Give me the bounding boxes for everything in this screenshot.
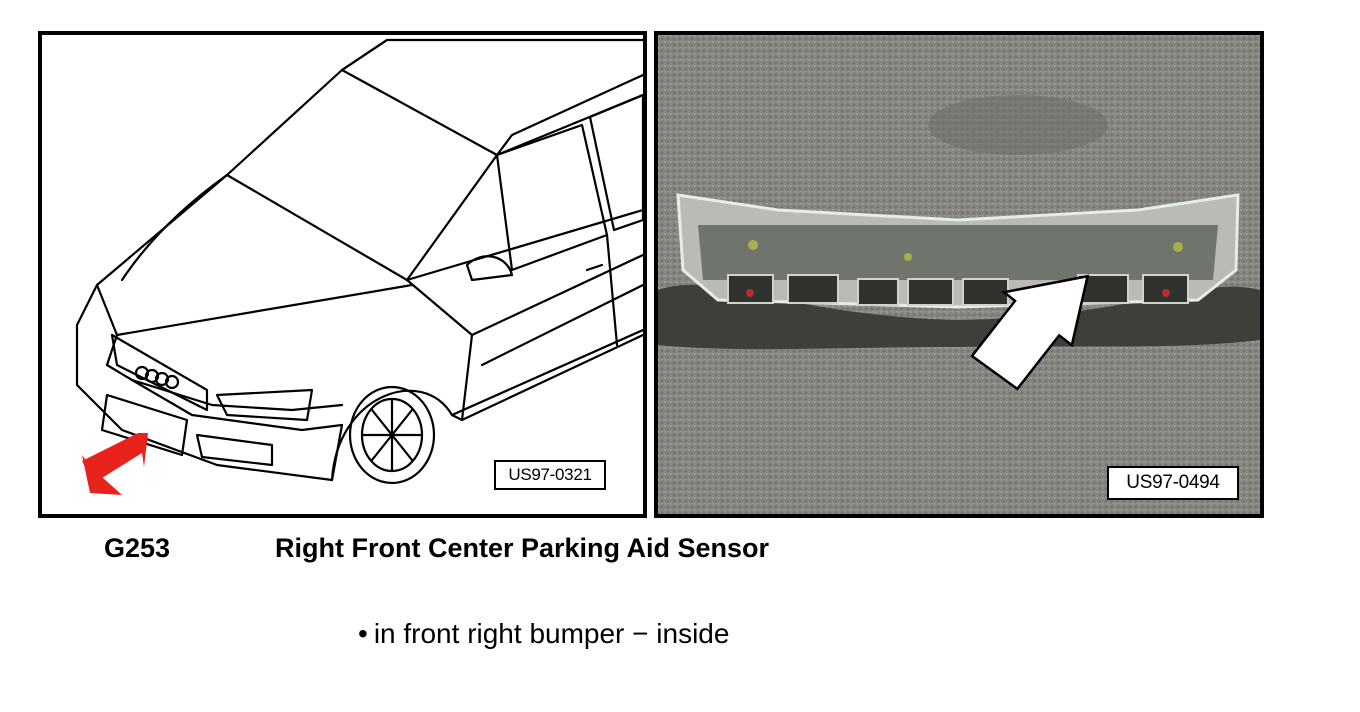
bumper-photo-panel: US97-0494	[654, 31, 1264, 518]
car-illustration-panel: US97-0321	[38, 31, 647, 518]
component-name: Right Front Center Parking Aid Sensor	[275, 533, 770, 563]
white-arrow-icon	[970, 274, 1090, 391]
bullet-icon: •	[358, 618, 368, 649]
location-text: in front right bumper − inside	[373, 618, 730, 649]
figure-label: US97-0321	[494, 460, 606, 490]
component-code: G253	[104, 533, 171, 563]
bumper-photo	[658, 35, 1260, 514]
location-note: •in front right bumper − inside	[358, 618, 729, 650]
car-line-drawing	[75, 38, 643, 495]
figure-label: US97-0494	[1107, 466, 1239, 500]
